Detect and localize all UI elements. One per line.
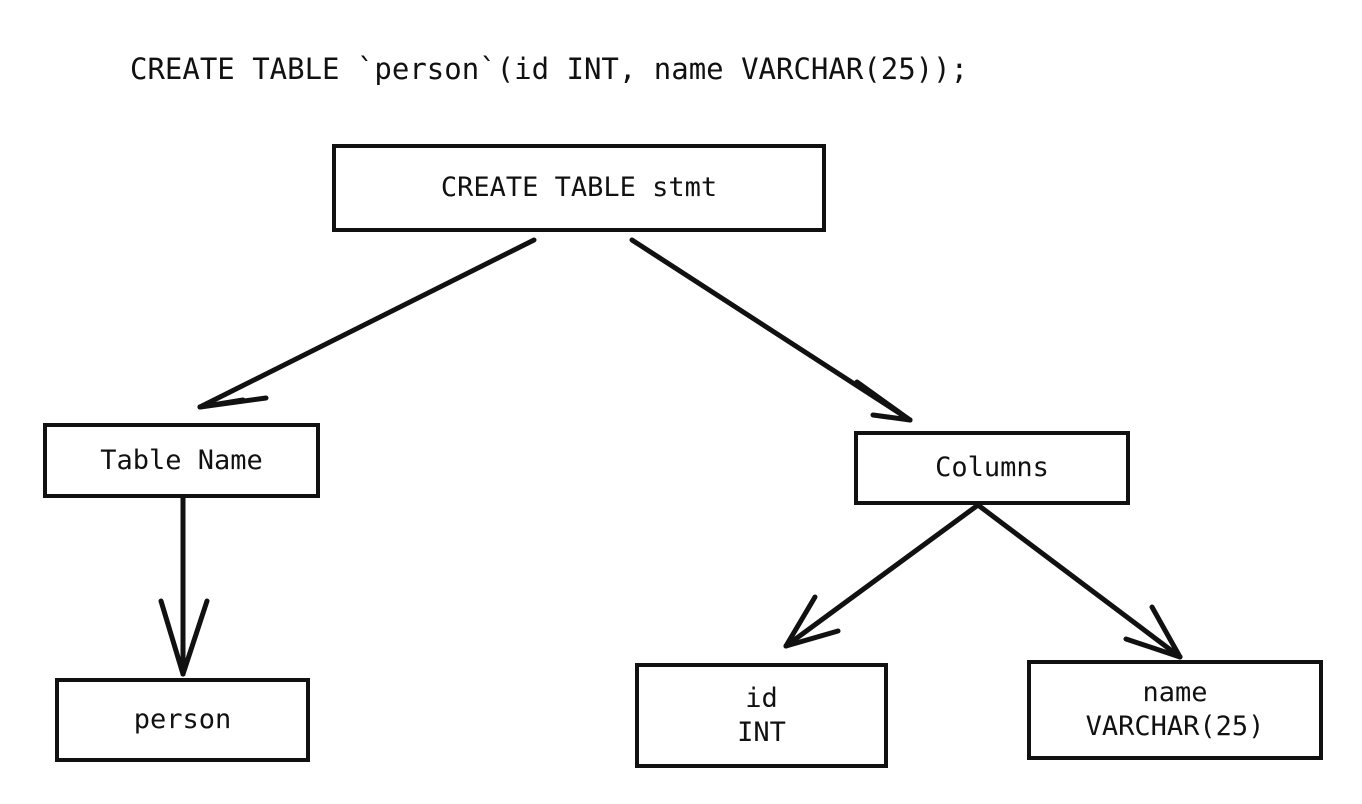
arrowhead-barb-2 bbox=[783, 594, 818, 649]
edge-columns-to-col-id bbox=[783, 502, 981, 649]
create-table-stmt-node: CREATE TABLE stmt bbox=[332, 144, 826, 232]
arrowhead-barb-2 bbox=[854, 379, 913, 423]
edge-shaft bbox=[783, 502, 981, 649]
arrowhead-barb-1 bbox=[158, 598, 186, 677]
node-label: Columns bbox=[935, 452, 1049, 483]
edge-shaft bbox=[197, 237, 537, 410]
arrowhead-barb-1 bbox=[870, 412, 913, 423]
arrowhead-barb-2 bbox=[197, 395, 269, 410]
edge-shaft bbox=[629, 237, 913, 423]
edge-columns-to-col-name bbox=[975, 502, 1183, 660]
node-label: INT bbox=[737, 716, 786, 748]
arrowhead-barb-2 bbox=[180, 598, 210, 677]
arrowhead-barb-1 bbox=[783, 628, 841, 649]
arrowhead-barb-2 bbox=[1149, 604, 1183, 660]
sql-statement-caption: CREATE TABLE `person`(id INT, name VARCH… bbox=[130, 52, 969, 86]
node-label: name bbox=[1142, 677, 1208, 708]
edge-shaft bbox=[975, 502, 1183, 660]
columns-node: Columns bbox=[854, 431, 1130, 505]
arrowhead-barb-1 bbox=[1123, 636, 1183, 660]
edge-root-to-columns bbox=[629, 237, 913, 423]
node-label: CREATE TABLE stmt bbox=[440, 172, 718, 203]
person-value-node: person bbox=[55, 678, 310, 762]
edge-root-to-table-name bbox=[197, 237, 537, 410]
node-label: VARCHAR(25) bbox=[1085, 711, 1265, 742]
table-name-node: Table Name bbox=[43, 423, 320, 498]
node-label: person bbox=[133, 704, 232, 735]
node-label: Table Name bbox=[100, 444, 263, 476]
edge-table-name-to-person bbox=[158, 493, 210, 677]
node-label: id bbox=[745, 682, 778, 714]
